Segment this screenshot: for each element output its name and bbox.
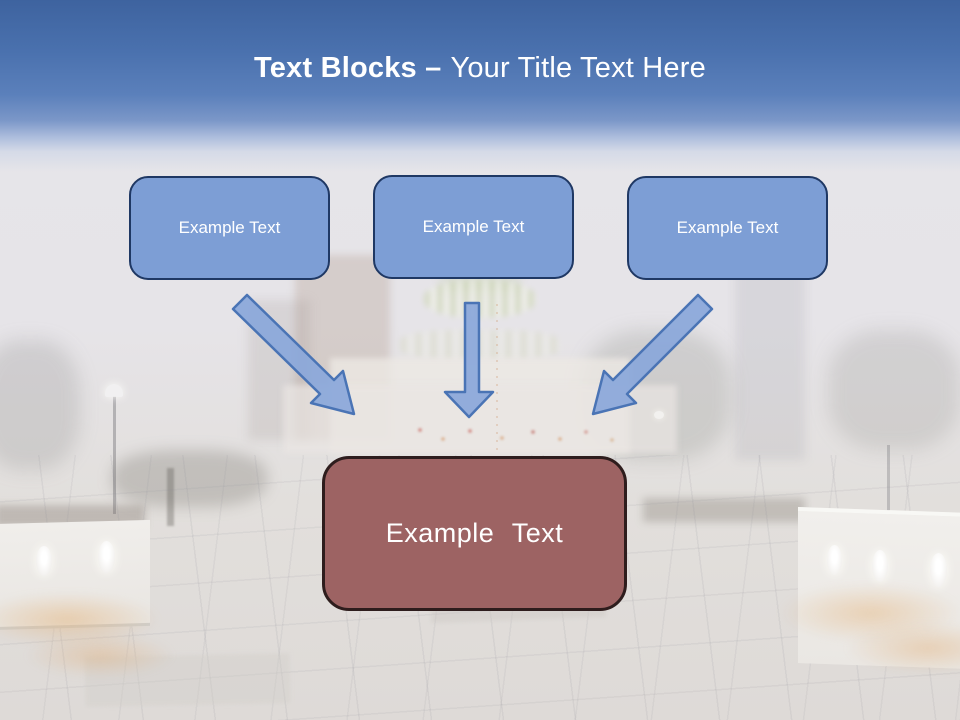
text-block-3-label: Example Text	[676, 218, 779, 237]
down-right-arrow-icon[interactable]	[231, 293, 356, 416]
slide-title: Text Blocks –Your Title Text Here	[0, 52, 960, 85]
text-block-2-label: Example Text	[422, 217, 525, 236]
down-arrow-icon[interactable]	[443, 301, 495, 419]
text-block-3[interactable]: Example Text	[627, 176, 828, 280]
slide-title-regular: Your Title Text Here	[450, 52, 706, 84]
down-left-arrow-icon[interactable]	[591, 293, 714, 416]
text-block-2[interactable]: Example Text	[373, 175, 574, 279]
text-block-1[interactable]: Example Text	[129, 176, 330, 280]
result-block[interactable]: Example Text	[322, 456, 627, 611]
header-gradient	[0, 0, 960, 172]
result-block-label: Example Text	[385, 518, 564, 548]
slide-title-bold: Text Blocks –	[254, 52, 442, 84]
text-block-1-label: Example Text	[178, 218, 281, 237]
